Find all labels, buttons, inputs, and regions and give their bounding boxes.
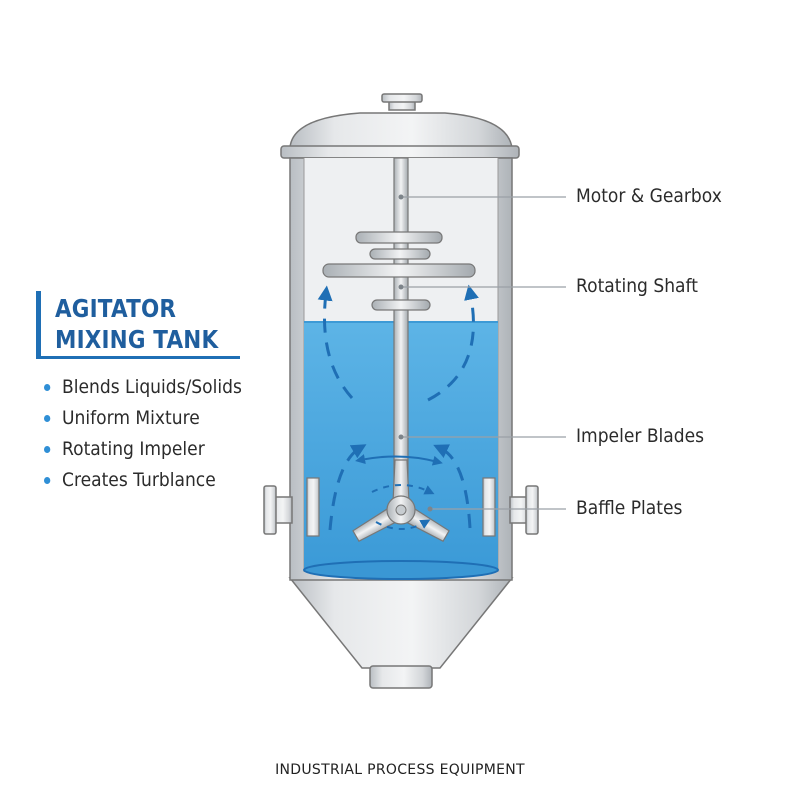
outlet-nozzle	[369, 665, 433, 689]
baffle-right	[482, 477, 496, 537]
top-nozzle	[381, 93, 423, 111]
title-line-1: AGITATOR	[55, 294, 177, 323]
callout-rotating-shaft: Rotating Shaft	[576, 275, 698, 297]
tank-cone	[288, 577, 514, 669]
feature-item: Uniform Mixture	[44, 403, 242, 434]
side-nozzle-left	[263, 485, 293, 535]
leader-lines	[401, 196, 566, 510]
title-block: AGITATOR MIXING TANK	[36, 291, 240, 359]
callout-impeller-blades: Impeler Blades	[576, 425, 705, 447]
footer-caption: INDUSTRIAL PROCESS EQUIPMENT	[275, 762, 525, 778]
side-nozzle-right	[509, 485, 539, 535]
feature-item: Blends Liquids/Solids	[44, 372, 242, 403]
feature-item: Rotating Impeler	[44, 434, 242, 465]
tank-bottom-rim	[303, 560, 499, 580]
feature-list: Blends Liquids/Solids Uniform Mixture Ro…	[44, 372, 264, 496]
lid-flange	[280, 145, 520, 159]
flow-arrows	[317, 284, 479, 531]
baffle-left	[306, 477, 320, 537]
leader-dots	[398, 194, 433, 512]
rotating-shaft	[393, 157, 409, 499]
feature-item: Creates Turblance	[44, 465, 242, 496]
tank-lid	[289, 112, 513, 149]
gearbox-discs	[322, 231, 476, 311]
callout-baffle-plates: Baffle Plates	[576, 497, 683, 519]
callout-motor-gearbox: Motor & Gearbox	[576, 185, 722, 207]
title-line-2: MIXING TANK	[55, 325, 219, 354]
